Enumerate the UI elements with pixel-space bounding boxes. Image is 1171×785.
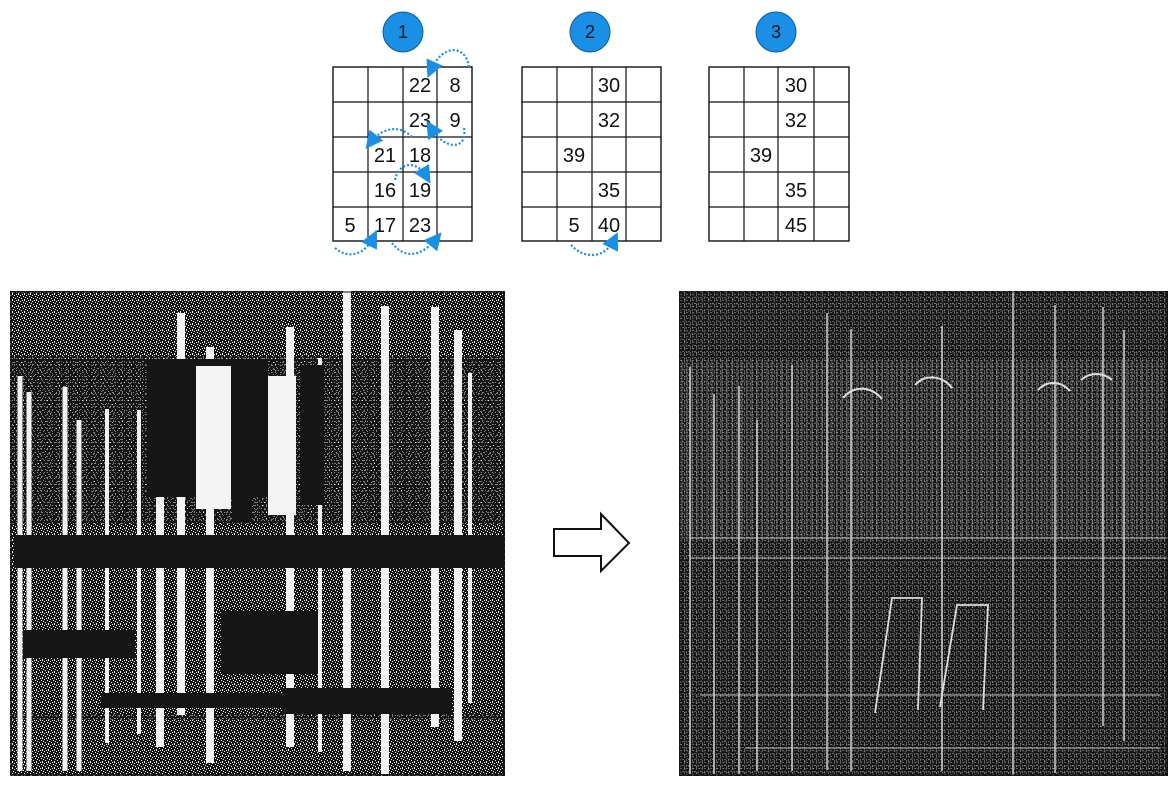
edge-room-image (679, 291, 1168, 776)
swap-arrow-icon (334, 230, 377, 256)
step-badge-label-2: 2 (585, 22, 595, 42)
swap-arrow-icon (365, 128, 413, 149)
grid-cell: 32 (598, 110, 620, 132)
grid-step-1: 22 8 23 9 21 18 16 19 5 17 23 (332, 49, 473, 256)
grid-cell: 32 (785, 110, 807, 132)
grid-cell: 30 (785, 75, 807, 97)
grid-cell: 40 (598, 215, 620, 237)
grid-cell: 5 (344, 215, 355, 237)
swap-arrow-icon (426, 49, 471, 79)
grid-cell: 23 (409, 215, 431, 237)
grid-cell: 39 (563, 145, 585, 167)
step-badge-2: 2 (569, 11, 611, 53)
binary-room-image (10, 291, 505, 776)
step-badge-label-1: 1 (398, 22, 408, 42)
grid-cell: 35 (598, 180, 620, 202)
grid-cell: 23 (409, 110, 431, 132)
grid-cell: 30 (598, 75, 620, 97)
arrow-right-icon (553, 511, 631, 574)
step-badge-label-3: 3 (771, 22, 781, 42)
grid-cell: 5 (568, 215, 579, 237)
swap-arrow-icon (393, 163, 431, 184)
grid-step-3: 30 32 39 35 45 (708, 66, 850, 242)
grid-cell: 18 (409, 145, 431, 167)
grid-cell: 45 (785, 215, 807, 237)
grid-cell: 17 (374, 215, 396, 237)
grid-cell: 21 (374, 145, 396, 167)
grid-cell: 16 (374, 180, 396, 202)
swap-arrow-icon (391, 232, 442, 255)
grid-cell: 35 (785, 180, 807, 202)
swap-arrow-icon (426, 120, 466, 146)
swap-arrow-icon (570, 232, 618, 256)
grid-cell: 9 (449, 110, 460, 132)
step-badge-3: 3 (755, 11, 797, 53)
grid-cell: 22 (409, 75, 431, 97)
grid-cell: 8 (449, 75, 460, 97)
step-badge-1: 1 (382, 11, 424, 53)
grid-step-2: 30 32 39 35 5 40 (521, 66, 662, 256)
grid-cell: 39 (750, 145, 772, 167)
grid-cell: 19 (409, 180, 431, 202)
